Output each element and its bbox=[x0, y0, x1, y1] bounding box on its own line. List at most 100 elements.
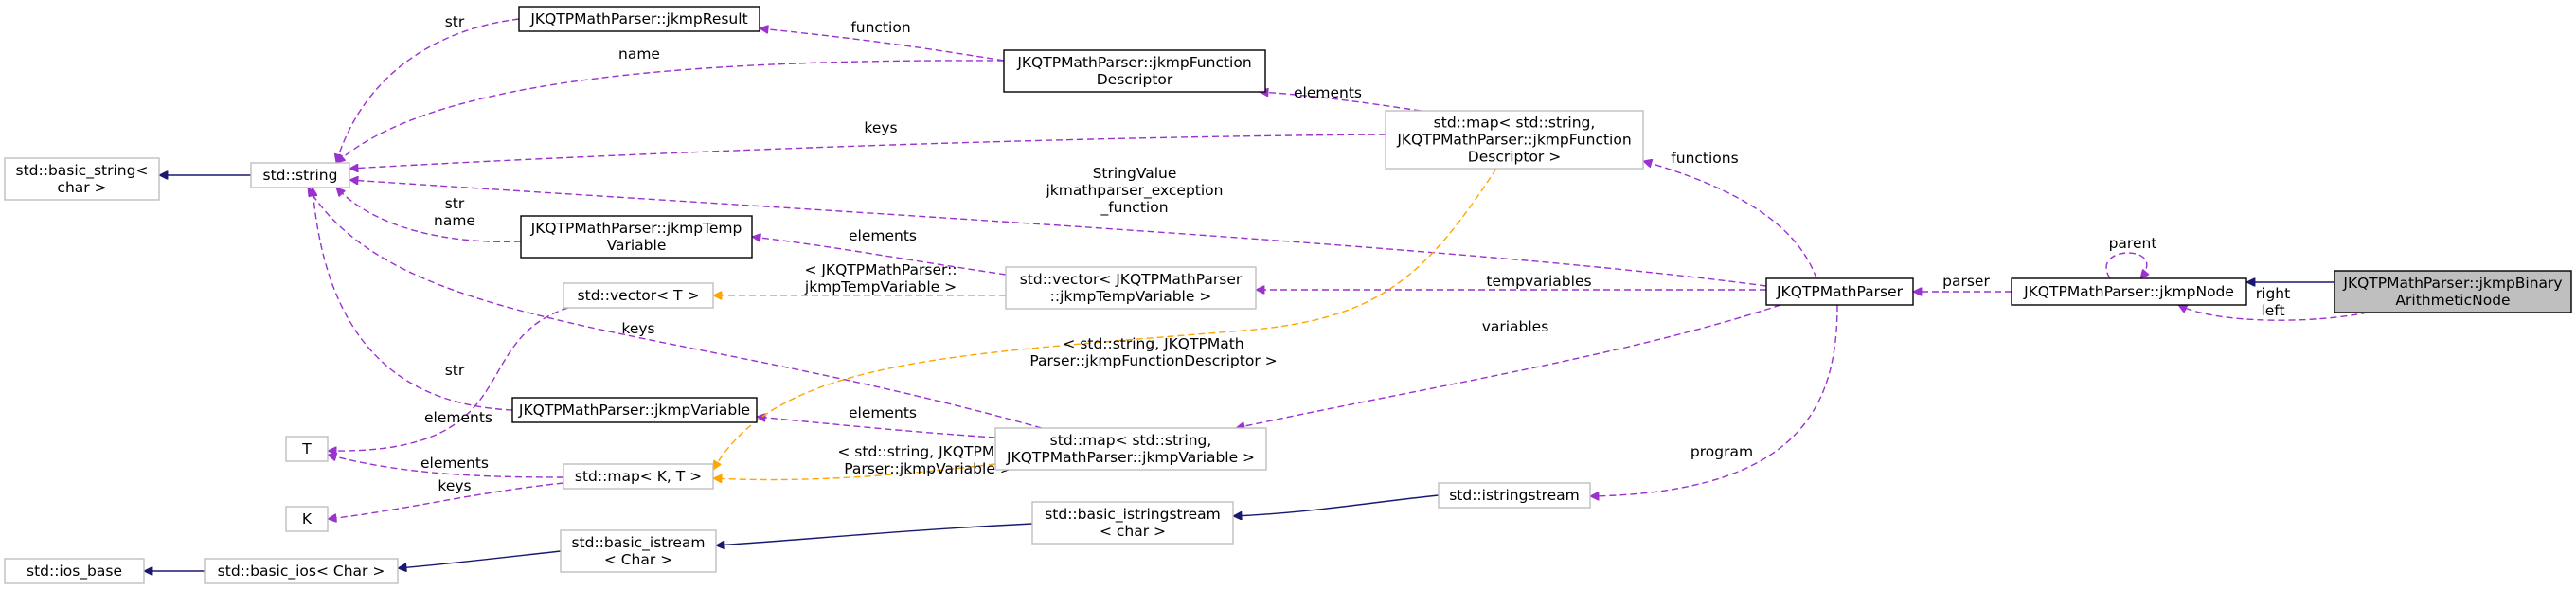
node-box bbox=[563, 282, 714, 309]
edge-line bbox=[757, 417, 996, 438]
node-T[interactable]: T bbox=[285, 436, 329, 462]
edge-label: Parser::jkmpFunctionDescriptor > bbox=[1029, 352, 1277, 369]
edge-vectorT-vectortemp: < JKQTPMathParser::jkmpTempVariable > bbox=[713, 261, 1006, 295]
node-istringstream[interactable]: std::istringstream bbox=[1438, 482, 1591, 509]
edge-line bbox=[716, 523, 1033, 545]
edge-label: keys bbox=[621, 320, 654, 337]
node-label: < Char > bbox=[604, 551, 672, 568]
edge-label: function bbox=[850, 19, 910, 36]
node-box bbox=[204, 558, 399, 584]
node-label: JKQTPMathParser::jkmpFunction bbox=[1016, 54, 1251, 71]
node-variable[interactable]: JKQTPMathParser::jkmpVariable bbox=[511, 397, 758, 423]
edge-label: elements bbox=[420, 455, 489, 472]
node-label: K bbox=[302, 510, 313, 527]
node-label: ::jkmpTempVariable > bbox=[1050, 288, 1212, 305]
edge-line bbox=[2105, 252, 2147, 278]
node-label: std::vector< JKQTPMathParser bbox=[1020, 271, 1243, 288]
edge-label: variables bbox=[1482, 318, 1549, 335]
edge-string-mapfunc: keys bbox=[349, 119, 1386, 169]
node-label: Descriptor > bbox=[1468, 149, 1561, 166]
edge-line bbox=[328, 455, 564, 478]
node-box bbox=[994, 427, 1267, 471]
edge-label: program bbox=[1690, 443, 1753, 460]
node-parser[interactable]: JKQTPMathParser bbox=[1765, 277, 1914, 306]
node-vectortemp[interactable]: std::vector< JKQTPMathParser::jkmpTempVa… bbox=[1005, 266, 1257, 310]
node-basic_istringstream[interactable]: std::basic_istringstream< char > bbox=[1031, 501, 1234, 545]
node-node[interactable]: JKQTPMathParser::jkmpNode bbox=[2011, 277, 2247, 306]
edge-label: jkmpTempVariable > bbox=[804, 278, 957, 295]
node-string[interactable]: std::string bbox=[250, 162, 350, 188]
edge-label: keys bbox=[864, 119, 897, 136]
edge-string-variable: str bbox=[313, 188, 513, 411]
node-label: char > bbox=[57, 179, 106, 196]
edge-mapvar-parser: variables bbox=[1236, 304, 1781, 428]
node-basic_string[interactable]: std::basic_string<char > bbox=[4, 157, 160, 201]
node-box bbox=[1005, 266, 1257, 310]
edge-string-result: str bbox=[336, 13, 520, 163]
node-box bbox=[2334, 270, 2572, 313]
edge-label: < std::string, JKQTPMath bbox=[1063, 335, 1243, 352]
node-label: std::string bbox=[263, 167, 338, 184]
node-label: std::ios_base bbox=[27, 563, 122, 581]
node-K[interactable]: K bbox=[285, 506, 329, 532]
node-box bbox=[285, 436, 329, 462]
node-mapfunc[interactable]: std::map< std::string,JKQTPMathParser::j… bbox=[1385, 110, 1644, 170]
edge-result-funcdesc: function bbox=[760, 19, 1005, 62]
node-label: Descriptor bbox=[1097, 71, 1173, 88]
edge-basic_ios-basic_istream bbox=[398, 550, 562, 568]
edge-label: StringValue bbox=[1093, 165, 1177, 182]
edge-mapKT-mapvar: < std::string, JKQTPMathParser::jkmpVari… bbox=[713, 443, 1019, 480]
edge-string-funcdesc: name bbox=[336, 45, 1005, 163]
node-label: < char > bbox=[1100, 523, 1166, 540]
edge-line bbox=[328, 307, 569, 451]
node-box bbox=[4, 157, 160, 201]
node-box bbox=[1003, 49, 1266, 93]
node-tempvar[interactable]: JKQTPMathParser::jkmpTempVariable bbox=[520, 215, 753, 259]
edge-line bbox=[313, 188, 513, 411]
node-result[interactable]: JKQTPMathParser::jkmpResult bbox=[518, 6, 760, 32]
edge-line bbox=[349, 134, 1386, 169]
edge-label: jkmathparser_exception bbox=[1046, 182, 1224, 200]
edge-funcdesc-mapfunc: elements bbox=[1260, 84, 1422, 112]
edge-label: functions bbox=[1671, 150, 1738, 167]
node-mapvar[interactable]: std::map< std::string,JKQTPMathParser::j… bbox=[994, 427, 1267, 471]
edge-parser-node: parser bbox=[1913, 273, 2012, 292]
node-label: JKQTPMathParser::jkmpFunction bbox=[1396, 132, 1631, 149]
node-label: std::basic_istream bbox=[571, 534, 705, 552]
node-label: std::basic_ios< Char > bbox=[218, 563, 385, 581]
nodes-layer: JKQTPMathParser::jkmpBinaryArithmeticNod… bbox=[4, 6, 2572, 584]
node-funcdesc[interactable]: JKQTPMathParser::jkmpFunctionDescriptor bbox=[1003, 49, 1266, 93]
edge-line bbox=[2178, 304, 2369, 321]
edge-label: parent bbox=[2109, 235, 2157, 252]
edge-label: elements bbox=[849, 404, 917, 421]
node-vectorT[interactable]: std::vector< T > bbox=[563, 282, 714, 309]
node-label: std::vector< T > bbox=[578, 287, 700, 304]
edge-label: elements bbox=[849, 227, 917, 244]
node-basic_istream[interactable]: std::basic_istream< Char > bbox=[560, 529, 717, 573]
edge-label: left bbox=[2261, 302, 2284, 319]
edge-mapfunc-parser: functions bbox=[1643, 150, 1817, 279]
node-label: std::istringstream bbox=[1449, 487, 1580, 504]
node-box bbox=[1438, 482, 1591, 509]
edge-basic_istream-basic_istringstream bbox=[716, 523, 1033, 545]
edge-line bbox=[349, 180, 1767, 287]
node-mapKT[interactable]: std::map< K, T > bbox=[563, 463, 714, 490]
node-label: std::map< std::string, bbox=[1050, 432, 1212, 449]
edge-mapKT-mapfunc: < std::string, JKQTPMathParser::jkmpFunc… bbox=[712, 168, 1497, 470]
node-ios_base[interactable]: std::ios_base bbox=[4, 558, 145, 584]
node-box bbox=[1031, 501, 1234, 545]
node-label: JKQTPMathParser::jkmpTemp bbox=[530, 220, 742, 237]
edge-node-self: parent bbox=[2105, 235, 2157, 278]
edge-line bbox=[713, 463, 996, 480]
node-label: std::basic_istringstream bbox=[1045, 506, 1221, 524]
node-binary[interactable]: JKQTPMathParser::jkmpBinaryArithmeticNod… bbox=[2334, 270, 2572, 313]
node-label: T bbox=[301, 440, 312, 457]
node-box bbox=[511, 397, 758, 423]
node-basic_ios[interactable]: std::basic_ios< Char > bbox=[204, 558, 399, 584]
edge-line bbox=[1590, 304, 1838, 496]
edge-line bbox=[1643, 161, 1817, 279]
edge-line bbox=[752, 237, 1007, 276]
